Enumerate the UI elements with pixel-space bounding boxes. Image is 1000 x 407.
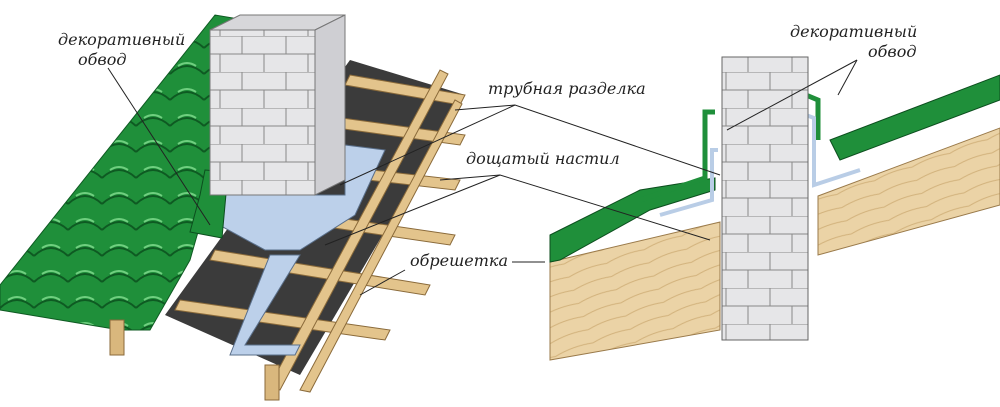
label-right-decorative-flashing-2: обвод [868,42,917,61]
left-green-tiles [549,177,716,263]
left-flashing-profile [639,109,715,203]
right-green-tiles [829,74,1000,161]
left-3d-view [0,14,466,401]
label-pipe-flashing: трубная разделка [488,79,646,98]
right-section-view [549,56,1000,361]
label-left-decorative-flashing-1: декоративный [58,30,186,49]
left-wood-slope [549,221,721,361]
leader-lines [107,59,858,296]
chimney-section [721,56,809,341]
right-wood-slope [817,127,1000,256]
green-tile-roof [0,14,246,331]
label-board-deck: дощатый настил [466,149,620,168]
chimney-left [209,14,346,196]
label-battens: обрешетка [410,251,508,270]
label-right-decorative-flashing-1: декоративный [790,22,918,41]
label-left-decorative-flashing-2: обвод [78,50,127,69]
right-flashing-profile [805,92,821,140]
